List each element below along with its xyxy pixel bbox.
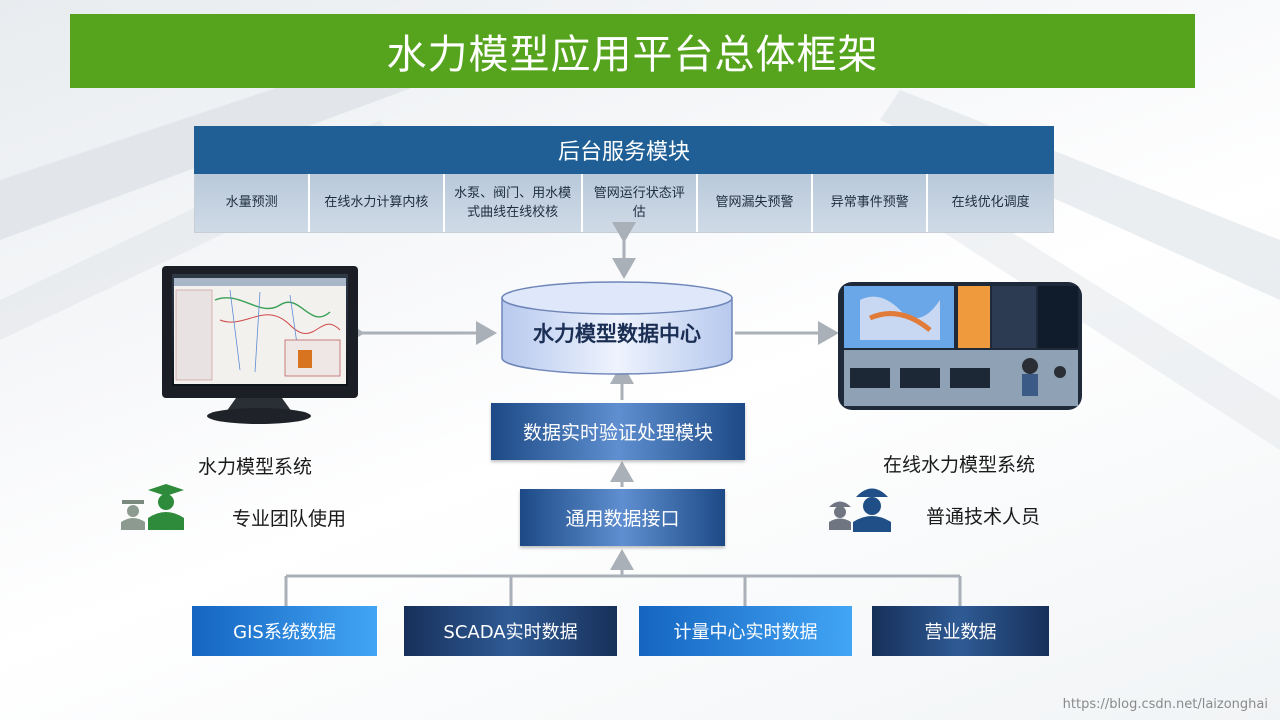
desktop-monitor-image: [162, 266, 358, 424]
control-room-image: [838, 282, 1082, 410]
interface-box: 通用数据接口: [520, 489, 725, 546]
verify-module-box: 数据实时验证处理模块: [491, 403, 745, 460]
module-hydraulic-kernel: 在线水力计算内核: [310, 174, 445, 232]
module-leak-warning: 管网漏失预警: [697, 174, 814, 232]
database-label: 水力模型数据中心: [533, 322, 701, 346]
service-module-row: 水量预测 在线水力计算内核 水泵、阀门、用水模式曲线在线校核 管网运行状态评估 …: [194, 174, 1054, 233]
module-optimal-dispatch: 在线优化调度: [928, 174, 1053, 232]
module-water-forecast: 水量预测: [195, 174, 311, 232]
source-gis: GIS系统数据: [192, 606, 377, 656]
professional-team-icon: [121, 484, 184, 530]
module-curve-calibration: 水泵、阀门、用水模式曲线在线校核: [444, 174, 583, 232]
online-system-label: 在线水力模型系统: [883, 454, 1036, 476]
source-metering: 计量中心实时数据: [639, 606, 852, 656]
database-cylinder-icon: [501, 281, 733, 375]
backend-service-panel: 后台服务模块 水量预测 在线水力计算内核 水泵、阀门、用水模式曲线在线校核 管网…: [194, 126, 1054, 233]
technician-icon: [829, 488, 891, 532]
hydraulic-system-label: 水力模型系统: [198, 456, 313, 478]
source-business: 营业数据: [872, 606, 1049, 656]
module-event-warning: 异常事件预警: [813, 174, 929, 232]
service-header: 后台服务模块: [194, 126, 1054, 174]
professional-team-label: 专业团队使用: [232, 508, 347, 530]
technician-label: 普通技术人员: [926, 506, 1041, 528]
page-title: 水力模型应用平台总体框架: [70, 14, 1195, 88]
module-network-assessment: 管网运行状态评估: [582, 174, 698, 232]
source-scada: SCADA实时数据: [404, 606, 617, 656]
watermark: https://blog.csdn.net/laizonghai: [1062, 697, 1268, 712]
